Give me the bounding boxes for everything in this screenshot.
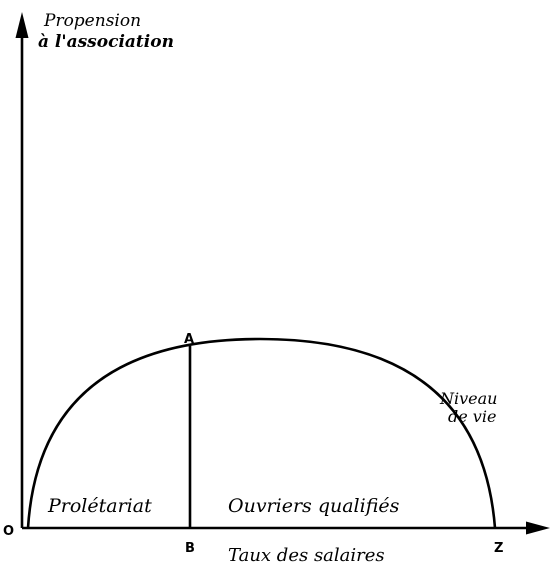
region-right-label: Ouvriers qualifiés	[228, 495, 400, 517]
point-origin-label: O	[3, 524, 14, 539]
living-standard-curve	[26, 337, 497, 529]
y-axis-label-line1: Propension	[43, 11, 141, 31]
point-b-label: B	[185, 541, 195, 556]
x-axis-arrowhead	[526, 521, 550, 535]
y-axis-arrowhead	[15, 12, 29, 38]
x-axis-label: Taux des salaires	[228, 545, 385, 566]
curve-label-line2: de vie	[448, 407, 496, 426]
y-axis-label-line2: à l'association	[38, 32, 174, 52]
point-z-label: Z	[494, 541, 503, 556]
curve-label-line1: Niveau	[439, 389, 497, 408]
point-a-label: A	[184, 332, 194, 347]
region-left-label: Prolétariat	[47, 495, 152, 517]
